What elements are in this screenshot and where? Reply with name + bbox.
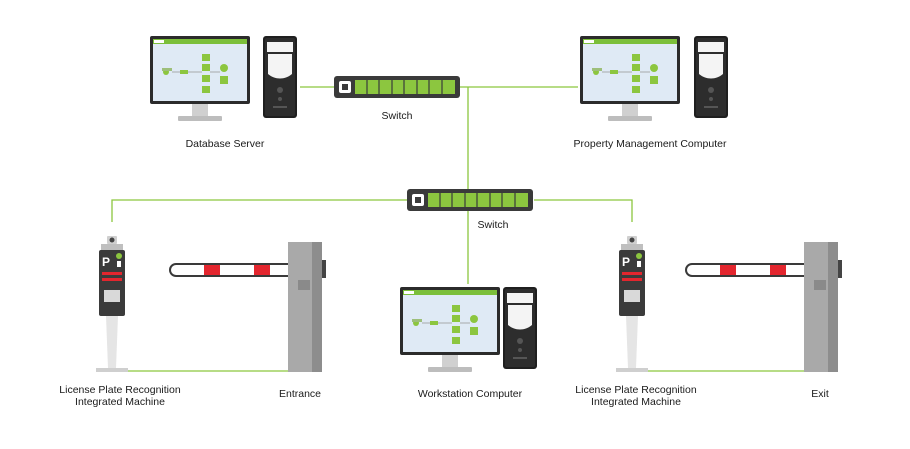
tower-pc-icon [694,36,728,118]
barrier-gate-icon [169,241,327,373]
label-lpr-left-line1: License Plate Recognition [59,384,181,396]
label-property-management: Property Management Computer [573,138,727,150]
computer-icon [399,286,501,373]
lpr-machine-icon [616,236,648,372]
label-lpr-left: License Plate Recognition Integrated Mac… [40,384,200,408]
link-switch-lpr-left [111,199,408,222]
network-links [111,86,806,372]
database-server-device [149,35,297,122]
tower-pc-icon [503,287,537,369]
barrier-gate-icon [685,241,843,373]
label-database-server: Database Server [185,138,265,150]
workstation-device [399,286,537,373]
label-entrance: Entrance [278,388,322,400]
label-switch-top: Switch [381,110,413,122]
computer-icon [149,35,251,122]
label-lpr-right-line2: Integrated Machine [591,396,681,408]
label-exit: Exit [811,388,829,400]
link-switch-lpr-right [534,199,633,222]
label-lpr-right: License Plate Recognition Integrated Mac… [556,384,716,408]
network-switch-icon [406,188,534,212]
label-workstation: Workstation Computer [417,388,523,400]
computer-icon [579,35,681,122]
lpr-machine-icon [96,236,128,372]
tower-pc-icon [263,36,297,118]
label-lpr-left-line2: Integrated Machine [75,396,165,408]
network-switch-icon [333,75,461,99]
label-switch-middle: Switch [477,219,509,231]
label-lpr-right-line1: License Plate Recognition [575,384,697,396]
property-management-device [579,35,728,122]
